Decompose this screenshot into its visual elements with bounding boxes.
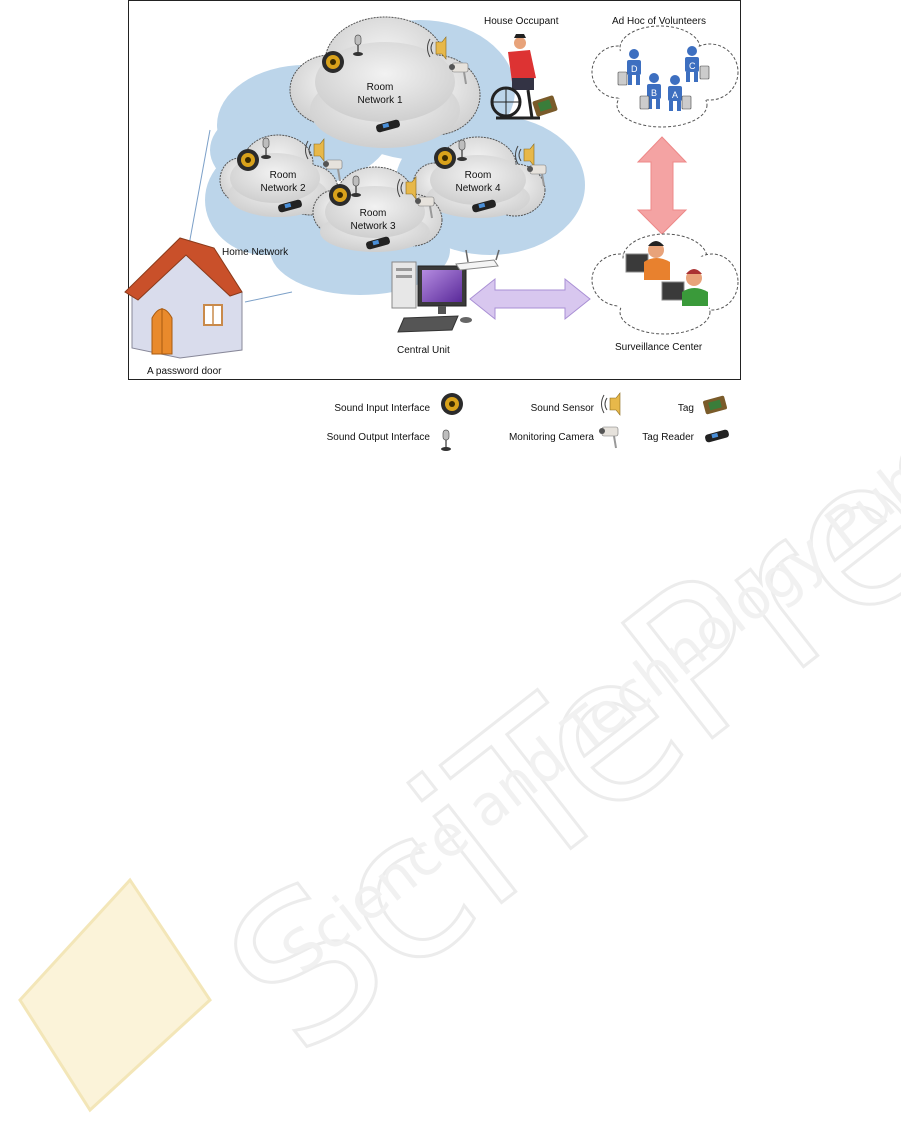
watermark-logo-shape — [18, 877, 212, 1113]
volunteers-surveillance-arrow — [636, 136, 688, 235]
legend-tag-label: Tag — [678, 403, 694, 414]
network-diagram: Room Network 1 Room Network 2 Room Netwo… — [124, 16, 739, 452]
central-unit-label: Central Unit — [397, 345, 450, 356]
connector-line-upper — [188, 129, 211, 246]
legend-monitoring-camera-icon — [598, 426, 619, 449]
house-icon — [124, 237, 243, 359]
volunteer-a-device-icon — [681, 95, 692, 110]
home-network-label: Home Network — [222, 247, 289, 258]
legend-sound-input-icon — [441, 393, 463, 415]
legend-tag-reader-icon — [704, 429, 730, 443]
house-occupant-icon — [490, 34, 540, 120]
wireless-router-icon — [455, 249, 500, 271]
legend-sound-output-icon — [440, 429, 452, 452]
surveillance-label: Surveillance Center — [615, 342, 703, 353]
legend-sound-output-label: Sound Output Interface — [327, 432, 431, 443]
room2-sound-input-icon — [237, 149, 259, 171]
room4-label-line1: Room — [465, 170, 492, 181]
central-unit-computer-icon — [391, 261, 472, 333]
room1-label-line2: Network 1 — [357, 95, 402, 106]
legend-sound-input-label: Sound Input Interface — [334, 403, 430, 414]
room4-label-line2: Network 4 — [455, 183, 500, 194]
house-occupant-label: House Occupant — [484, 16, 559, 27]
volunteers-label: Ad Hoc of Volunteers — [612, 16, 706, 27]
volunteer-b-tag: B — [651, 88, 657, 98]
password-door-label: A password door — [147, 366, 222, 377]
volunteer-d-tag: D — [631, 64, 638, 74]
surveillance-operators-icon — [625, 241, 708, 306]
room3-sound-input-icon — [329, 184, 351, 206]
volunteer-c-device-icon — [699, 65, 710, 80]
volunteer-a-tag: A — [672, 90, 678, 100]
room3-label-line2: Network 3 — [350, 221, 395, 232]
central-surveillance-arrow — [469, 277, 591, 321]
legend-tag-reader-label: Tag Reader — [642, 432, 694, 443]
legend-tag-icon — [703, 395, 727, 415]
legend-sound-sensor-label: Sound Sensor — [531, 403, 595, 414]
legend-monitoring-camera-label: Monitoring Camera — [509, 432, 594, 443]
room1-sound-input-icon — [322, 51, 344, 73]
legend: Sound Input Interface Sound Output Inter… — [327, 392, 730, 452]
connector-line-lower — [244, 291, 293, 303]
room2-label-line1: Room — [270, 170, 297, 181]
volunteer-b-device-icon — [639, 95, 650, 110]
legend-sound-sensor-icon — [601, 392, 621, 416]
occupant-tag-icon — [532, 95, 558, 117]
room2-label-line2: Network 2 — [260, 183, 305, 194]
room3-label-line1: Room — [360, 208, 387, 219]
room4-sound-input-icon — [434, 147, 456, 169]
room1-label-line1: Room — [367, 82, 394, 93]
volunteer-c-tag: C — [689, 61, 696, 71]
volunteer-d-device-icon — [617, 71, 628, 86]
room-network-4-cloud — [412, 136, 546, 218]
